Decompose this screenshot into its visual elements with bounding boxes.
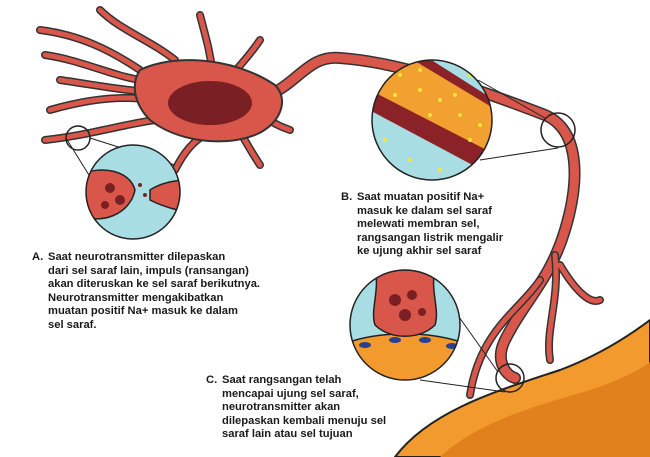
caption-a-line: Neurotransmitter mengakibatkan — [48, 291, 224, 304]
caption-b-line: melewati membran sel, — [357, 218, 480, 231]
caption-c-line: mencapai ujung sel saraf, — [222, 387, 359, 400]
caption-b-line: Saat muatan positif Na+ — [357, 191, 485, 203]
caption-c-line: saraf lain atau sel tujuan — [222, 428, 353, 441]
caption-a-label: A. — [32, 251, 44, 263]
caption-b-line: rangsangan listrik mengalir — [357, 231, 504, 244]
zoom-circle-synapse-input — [86, 145, 180, 239]
caption-c-line: neurotransmitter akan — [222, 401, 341, 414]
caption-a: A. Saat neurotransmitter dilepaskan dari… — [32, 251, 261, 333]
zoom-circle-synapse-output — [350, 270, 460, 380]
caption-a-line: Saat neurotransmitter dilepaskan — [48, 251, 226, 263]
zoom-marker-b — [540, 112, 576, 148]
caption-b: B. Saat muatan positif Na+ masuk ke dala… — [341, 191, 504, 259]
zoom-marker-a — [65, 125, 91, 151]
caption-a-line: akan diteruskan ke sel saraf berikutnya. — [48, 278, 261, 291]
caption-c-line: Saat rangsangan telah — [222, 374, 342, 386]
caption-b-label: B. — [341, 191, 353, 203]
caption-a-line: sel saraf. — [48, 318, 97, 331]
zoom-marker-c — [495, 363, 525, 393]
caption-b-line: masuk ke dalam sel saraf — [357, 204, 492, 217]
nucleus — [168, 81, 252, 125]
caption-c: C. Saat rangsangan telah mencapai ujung … — [206, 374, 387, 442]
caption-a-line: muatan positif Na+ masuk ke dalam — [48, 305, 238, 318]
caption-c-line: dilepaskan kembali menuju sel — [222, 414, 387, 427]
axon — [264, 51, 604, 399]
caption-b-line: ke ujung akhir sel saraf — [357, 245, 482, 258]
caption-c-label: C. — [206, 374, 218, 386]
caption-a-line: dari sel saraf lain, impuls (ransangan) — [48, 264, 249, 277]
cell-body — [36, 6, 294, 174]
